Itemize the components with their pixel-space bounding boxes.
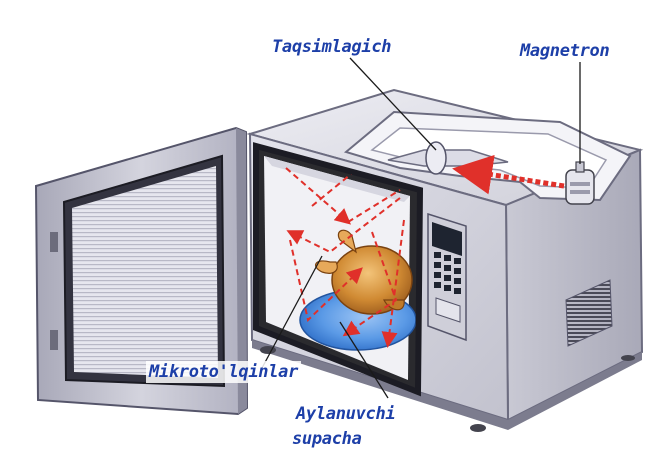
- oven-door: [34, 126, 249, 416]
- control-panel: [427, 212, 467, 342]
- waveguide-cutaway: [343, 110, 632, 205]
- label-turntable-line2: supacha: [292, 429, 362, 449]
- microwave-paths: [285, 167, 405, 348]
- label-magnetron: Magnetron: [520, 41, 610, 61]
- side-vent: [565, 279, 613, 347]
- leader-lines: [261, 57, 581, 399]
- leader-microwaves: [261, 255, 323, 369]
- leader-distributor: [349, 57, 437, 151]
- label-distributor: Taqsimlagich: [272, 37, 392, 57]
- oven-cavity: [253, 142, 424, 397]
- magnetron-icon: [565, 161, 595, 205]
- leader-turntable: [339, 321, 389, 399]
- label-turntable-line1: Aylanuvchi: [296, 404, 396, 424]
- label-microwaves: Mikroto'lqinlar: [146, 361, 302, 383]
